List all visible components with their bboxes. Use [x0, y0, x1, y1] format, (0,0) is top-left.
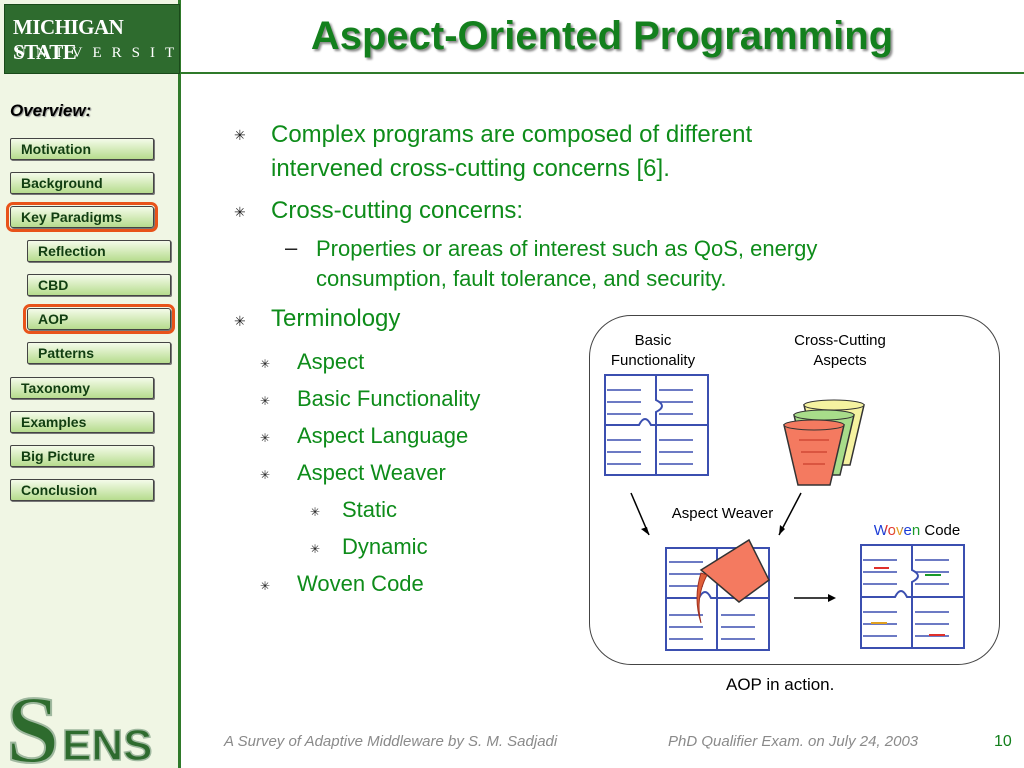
- bullet-star-icon: ✳: [260, 357, 271, 371]
- woven-word: Woven: [873, 522, 921, 539]
- sub-bullet-properties: Properties or areas of interest such as …: [316, 234, 936, 294]
- nav-taxonomy[interactable]: Taxonomy: [10, 377, 154, 399]
- bullet-star-icon: ✳: [260, 468, 271, 482]
- bullet-terminology: Terminology: [271, 305, 401, 332]
- title-divider: [180, 72, 1024, 74]
- nav-examples[interactable]: Examples: [10, 411, 154, 433]
- bullet-star-icon: ✳: [260, 431, 271, 445]
- label-line: Cross-Cutting: [794, 332, 886, 349]
- bullet-star-icon: ✳: [260, 579, 271, 593]
- footer-left: A Survey of Adaptive Middleware by S. M.…: [224, 733, 558, 750]
- bullet-cross-cutting: Cross-cutting concerns:: [271, 197, 524, 224]
- label-basic-functionality: Basic Functionality: [598, 331, 708, 371]
- term-static: Static: [342, 497, 398, 522]
- nav-patterns[interactable]: Patterns: [27, 342, 171, 364]
- label-line: Functionality: [610, 352, 696, 369]
- msu-logo: MICHIGAN STATE UNIVERSITY: [4, 4, 195, 74]
- sens-logo-s: S: [6, 680, 59, 768]
- page-number: 10: [994, 733, 1012, 750]
- sens-logo-ens: ENS: [62, 721, 152, 768]
- term-aspect-weaver: Aspect Weaver: [297, 460, 446, 485]
- overview-heading: Overview:: [10, 101, 92, 120]
- nav-background[interactable]: Background: [10, 172, 154, 194]
- term-aspect-language: Aspect Language: [297, 423, 469, 448]
- nav-key-paradigms[interactable]: Key Paradigms: [6, 202, 158, 232]
- bullet-star-icon: ✳: [234, 313, 246, 329]
- cross-cutting-aspects-buckets-icon: [783, 399, 865, 486]
- label-line: Basic: [634, 332, 672, 349]
- nav-cbd[interactable]: CBD: [27, 274, 171, 296]
- label-woven-code: Woven Code: [862, 522, 972, 539]
- term-woven-code: Woven Code: [297, 571, 424, 596]
- dash-bullet: –: [285, 235, 298, 260]
- basic-functionality-puzzle-icon: [604, 374, 709, 476]
- term-basic-functionality: Basic Functionality: [297, 386, 481, 411]
- footer-right: PhD Qualifier Exam. on July 24, 2003: [668, 733, 919, 750]
- logo-line1: MICHIGAN STATE: [13, 15, 124, 64]
- arrows-icon: [630, 492, 836, 602]
- nav-aop[interactable]: AOP: [23, 304, 175, 334]
- bullet-line: Complex programs are composed of differe…: [271, 121, 753, 148]
- label-cross-cutting: Cross-Cutting Aspects: [780, 331, 900, 371]
- nav-conclusion[interactable]: Conclusion: [10, 479, 154, 501]
- label-line: Aspects: [813, 352, 867, 369]
- bullet-complex-programs: Complex programs are composed of differe…: [271, 118, 871, 186]
- bullet-star-icon: ✳: [234, 204, 246, 220]
- diagram-graphics: [604, 374, 965, 651]
- bullet-line: consumption, fault tolerance, and securi…: [316, 266, 727, 291]
- woven-code-puzzle-icon: [860, 544, 965, 649]
- code-word: Code: [924, 522, 961, 539]
- bullet-line: Properties or areas of interest such as …: [316, 236, 818, 261]
- logo-line2: UNIVERSITY: [15, 45, 205, 61]
- label-aspect-weaver: Aspect Weaver: [671, 505, 774, 522]
- term-aspect: Aspect: [297, 349, 365, 374]
- bullet-star-icon: ✳: [310, 505, 321, 519]
- nav-motivation[interactable]: Motivation: [10, 138, 154, 160]
- sens-logo: S ENS: [5, 680, 153, 768]
- bullet-line: intervened cross-cutting concerns [6].: [271, 155, 670, 182]
- diagram-caption: AOP in action.: [726, 675, 835, 694]
- bullet-star-icon: ✳: [310, 542, 321, 556]
- bullet-star-icon: ✳: [260, 394, 271, 408]
- bullet-star-icon: ✳: [234, 127, 246, 143]
- nav-reflection[interactable]: Reflection: [27, 240, 171, 262]
- term-dynamic: Dynamic: [342, 534, 428, 559]
- nav-big-picture[interactable]: Big Picture: [10, 445, 154, 467]
- slide-title: Aspect-Oriented Programming: [310, 14, 894, 58]
- weaving-puzzle-icon: [665, 538, 770, 651]
